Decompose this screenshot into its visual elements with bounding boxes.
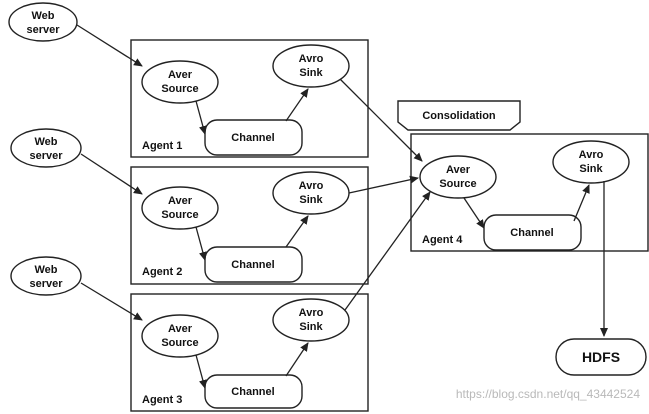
edge-channel4-to-sink4 (573, 184, 590, 222)
web-server-3: Web server (10, 256, 82, 296)
web-server-3-line2: server (29, 278, 63, 290)
agent-4: Agent 4 Aver Source Channel Avro Sink (410, 133, 649, 252)
agent-1-sink-line1: Avro (299, 53, 324, 65)
edge-channel1-to-sink1 (285, 88, 309, 122)
web-server-1-line2: server (26, 24, 60, 36)
edge-web3-to-source3 (80, 282, 143, 321)
agent-2-channel (204, 246, 303, 283)
agent-1-label: Agent 1 (142, 140, 182, 152)
agent-4-source-line2: Source (439, 178, 476, 190)
web-server-1-line1: Web (31, 10, 54, 22)
edge-channel2-to-sink2 (285, 215, 309, 248)
agent-3-channel (204, 374, 303, 409)
agent-4-box (410, 133, 649, 252)
agent-2-source (141, 186, 219, 230)
agent-4-channel-label: Channel (510, 227, 553, 239)
edge-source1-to-channel1 (195, 100, 207, 135)
edge-web2-to-source2 (80, 153, 143, 195)
agent-1-sink-line2: Sink (299, 67, 323, 79)
edge-source2-to-channel2 (195, 226, 207, 261)
agent-3-source-line1: Aver (168, 323, 193, 335)
agent-1-sink (272, 44, 350, 88)
agent-1-box (130, 39, 369, 158)
agent-3-sink-line1: Avro (299, 307, 324, 319)
agent-4-label: Agent 4 (422, 234, 463, 246)
agent-2-source-line2: Source (161, 209, 198, 221)
edge-channel3-to-sink3 (285, 342, 309, 377)
web-server-2-line1: Web (34, 136, 57, 148)
agent-1-source-line1: Aver (168, 69, 193, 81)
agent-3: Agent 3 Aver Source Channel Avro Sink (130, 293, 369, 412)
agent-2-sink (272, 171, 350, 215)
agent-1-source-line2: Source (161, 83, 198, 95)
agent-3-source (141, 314, 219, 358)
agent-1-channel-label: Channel (231, 132, 274, 144)
agent-2-box (130, 166, 369, 285)
agent-3-label: Agent 3 (142, 394, 182, 406)
agent-4-sink (552, 140, 630, 184)
agent-1-channel (204, 119, 303, 156)
edge-source4-to-channel4 (463, 197, 485, 229)
agent-4-sink-line1: Avro (579, 149, 604, 161)
agent-2-label: Agent 2 (142, 266, 182, 278)
consolidation-banner: Consolidation (397, 100, 521, 131)
consolidation-label: Consolidation (422, 110, 496, 122)
agent-1: Agent 1 Aver Source Channel Avro Sink (130, 39, 369, 158)
hdfs-node: HDFS (555, 338, 647, 376)
agent-3-source-line2: Source (161, 337, 198, 349)
agent-2-source-line1: Aver (168, 195, 193, 207)
agent-3-sink-line2: Sink (299, 321, 323, 333)
agent-2-sink-line1: Avro (299, 180, 324, 192)
agent-4-channel (483, 214, 582, 251)
edge-source3-to-channel3 (195, 354, 207, 389)
agent-3-sink (272, 298, 350, 342)
edge-sink2-to-source4 (348, 175, 419, 194)
hdfs-label: HDFS (582, 349, 620, 365)
edge-web1-to-source1 (76, 24, 143, 67)
agent-4-source-line1: Aver (446, 164, 471, 176)
web-server-1: Web server (8, 2, 78, 42)
agent-2-channel-label: Channel (231, 259, 274, 271)
agent-3-channel-label: Channel (231, 386, 274, 398)
agent-2-sink-line2: Sink (299, 194, 323, 206)
web-server-2-line2: server (29, 150, 63, 162)
agent-2: Agent 2 Aver Source Channel Avro Sink (130, 166, 369, 285)
web-server-2: Web server (10, 128, 82, 168)
agent-3-box (130, 293, 369, 412)
edge-sink3-to-source4 (344, 191, 431, 311)
agent-4-source (419, 155, 497, 199)
edge-sink1-to-source4 (339, 78, 423, 162)
agent-1-source (141, 60, 219, 104)
web-server-3-line1: Web (34, 264, 57, 276)
watermark-text: https://blog.csdn.net/qq_43442524 (456, 387, 640, 401)
agent-4-sink-line2: Sink (579, 163, 603, 175)
